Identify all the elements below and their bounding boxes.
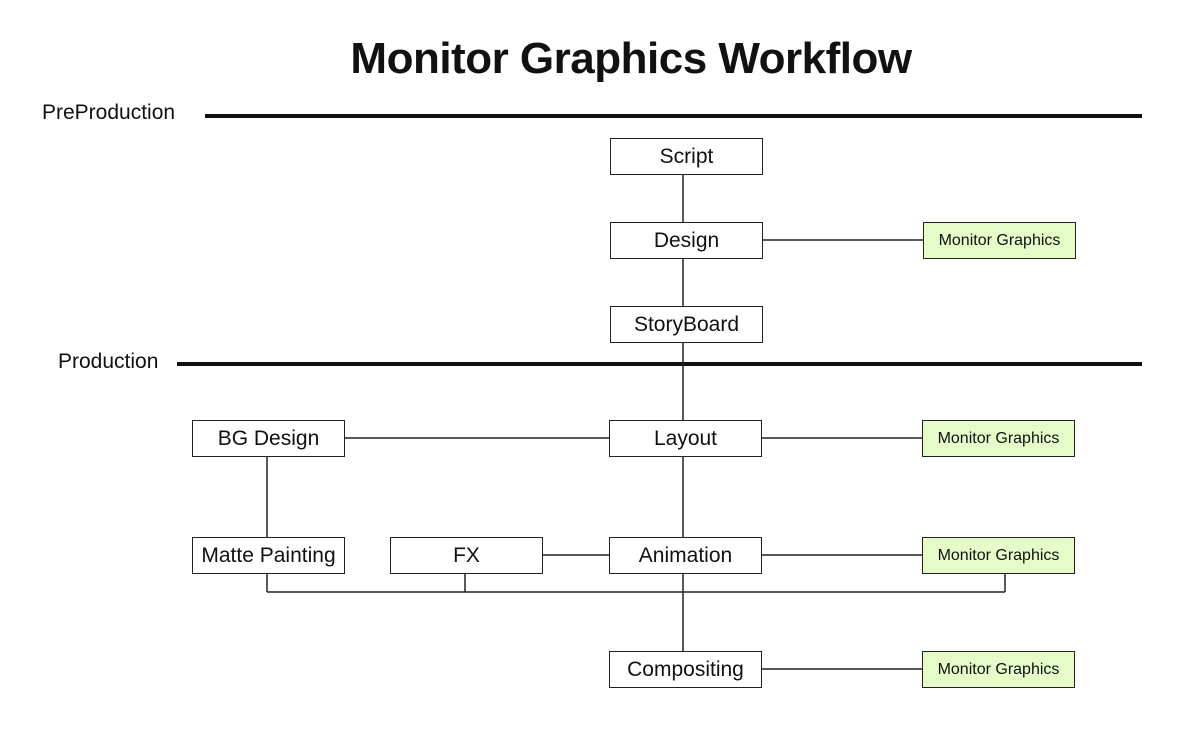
node-bg-design: BG Design — [192, 420, 345, 457]
node-script: Script — [610, 138, 763, 175]
node-monitor-graphics-layout: Monitor Graphics — [922, 420, 1075, 457]
phase-divider-preproduction — [205, 114, 1142, 118]
node-layout: Layout — [609, 420, 762, 457]
node-matte-painting: Matte Painting — [192, 537, 345, 574]
node-fx: FX — [390, 537, 543, 574]
node-monitor-graphics-animation: Monitor Graphics — [922, 537, 1075, 574]
node-monitor-graphics-compositing: Monitor Graphics — [922, 651, 1075, 688]
diagram-title: Monitor Graphics Workflow — [350, 34, 912, 83]
phase-label-production: Production — [58, 350, 159, 373]
node-storyboard: StoryBoard — [610, 306, 763, 343]
node-compositing: Compositing — [609, 651, 762, 688]
node-animation: Animation — [609, 537, 762, 574]
node-monitor-graphics-design: Monitor Graphics — [923, 222, 1076, 259]
node-design: Design — [610, 222, 763, 259]
phase-label-preproduction: PreProduction — [42, 101, 176, 124]
phase-divider-production — [177, 362, 1142, 366]
